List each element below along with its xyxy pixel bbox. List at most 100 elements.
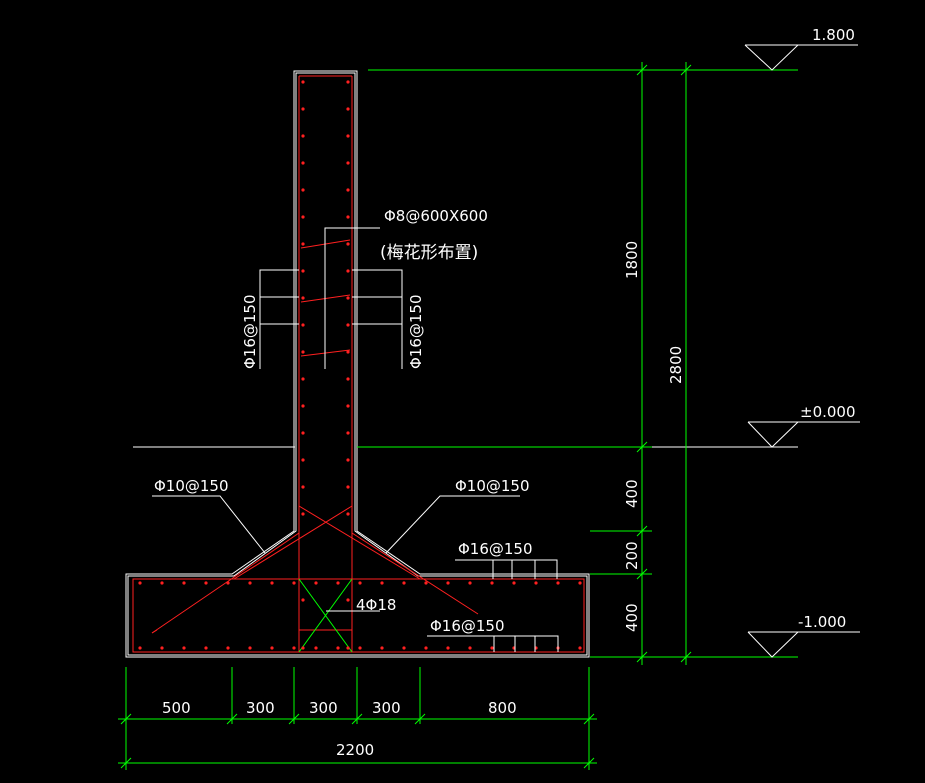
dim-wall-height: 1800 [623, 241, 641, 279]
rebar-dot [138, 581, 142, 585]
rebar-dot [204, 581, 208, 585]
vertical-dimensions [357, 62, 798, 665]
rebar-dot [182, 581, 186, 585]
rebar-dot [578, 581, 582, 585]
rebar-dot [346, 242, 350, 246]
rebar-dot [358, 581, 362, 585]
rebar-dot [346, 350, 350, 354]
rebar-dot [578, 646, 582, 650]
dim-300-b: 300 [309, 699, 338, 717]
rebar-dot [346, 404, 350, 408]
haunch-right-label: Φ10@150 [455, 477, 530, 495]
rebar-dot [314, 581, 318, 585]
dim-300-c: 300 [372, 699, 401, 717]
rebar-dot [301, 377, 305, 381]
rebar-dot [468, 581, 472, 585]
dim-400-upper: 400 [623, 479, 641, 508]
rebar-dot [301, 512, 305, 516]
wall-bar-right-label: Φ16@150 [407, 294, 425, 369]
rebar-dot [346, 431, 350, 435]
rebar-dot [490, 581, 494, 585]
rebar-dot [346, 161, 350, 165]
rebar-dot [301, 323, 305, 327]
rebar-dot [468, 646, 472, 650]
rebar-dot [226, 581, 230, 585]
rebar-dot [270, 581, 274, 585]
rebar-dot [204, 646, 208, 650]
wall-bar-leaders [259, 227, 403, 369]
base-bar-leaders [326, 559, 559, 652]
concrete-outline [125, 70, 590, 658]
elevation-marker-bottom: -1.000 [747, 613, 860, 658]
rebar-dot [424, 646, 428, 650]
rebar-dot [301, 404, 305, 408]
rebar-dot [346, 512, 350, 516]
rebar-dot [301, 134, 305, 138]
rebar-dot [138, 646, 142, 650]
rebar-dot [346, 646, 350, 650]
concrete-inner-outline [127, 72, 588, 656]
rebar-dot [346, 323, 350, 327]
rebar-dot [446, 646, 450, 650]
haunch-left-label: Φ10@150 [154, 477, 229, 495]
rebar-dot [160, 581, 164, 585]
rebar-dot [270, 646, 274, 650]
rebar-dot [301, 598, 305, 602]
tie-bar-label: Φ8@600X600 [384, 207, 488, 225]
rebar-dot [534, 581, 538, 585]
base-top-bar-label: Φ16@150 [458, 540, 533, 558]
rebar-dot [160, 646, 164, 650]
base-bottom-bar-label: Φ16@150 [430, 617, 505, 635]
rebar-dot [346, 296, 350, 300]
rebar-dot [336, 646, 340, 650]
dim-400-lower: 400 [623, 603, 641, 632]
rebar-dot [301, 646, 305, 650]
dim-300-a: 300 [246, 699, 275, 717]
rebar-dot [490, 646, 494, 650]
corner-bar-label: 4Φ18 [356, 596, 396, 614]
rebar-dot [336, 581, 340, 585]
elevation-marker-ground: ±0.000 [747, 403, 860, 448]
rebar-dot [314, 646, 318, 650]
rebar-cage [132, 75, 585, 653]
rebar-dot [346, 107, 350, 111]
rebar-dot [301, 188, 305, 192]
rebar-dot [424, 581, 428, 585]
rebar-dot [292, 581, 296, 585]
rebar-dot [248, 581, 252, 585]
rebar-dot [346, 188, 350, 192]
horizontal-dimensions [118, 667, 597, 770]
rebar-dot [556, 581, 560, 585]
rebar-dot [346, 80, 350, 84]
rebar-dot [358, 646, 362, 650]
rebar-dot [301, 350, 305, 354]
rebar-dot [402, 646, 406, 650]
rebar-dot [446, 581, 450, 585]
rebar-dot [301, 431, 305, 435]
rebar-dot [301, 269, 305, 273]
rebar-dot [346, 215, 350, 219]
rebar-dot [301, 107, 305, 111]
dim-total-height: 2800 [667, 346, 685, 384]
rebar-dot [346, 458, 350, 462]
rebar-dot [301, 80, 305, 84]
rebar-dot [301, 296, 305, 300]
rebar-dot [182, 646, 186, 650]
rebar-dot [346, 134, 350, 138]
rebar-dot [292, 646, 296, 650]
rebar-dot [301, 161, 305, 165]
haunch-leaders [152, 495, 520, 554]
dim-800: 800 [488, 699, 517, 717]
dim-ticks-horizontal [120, 713, 595, 769]
elevation-marker-top: 1.800 [744, 26, 858, 71]
rebar-dot [346, 598, 350, 602]
rebar-dot [226, 646, 230, 650]
rebar-dot [380, 581, 384, 585]
rebar-dot [346, 377, 350, 381]
rebar-dot [402, 581, 406, 585]
dim-total-width: 2200 [336, 741, 374, 759]
rebar-dot [301, 215, 305, 219]
tie-bar-note: (梅花形布置) [380, 243, 478, 263]
